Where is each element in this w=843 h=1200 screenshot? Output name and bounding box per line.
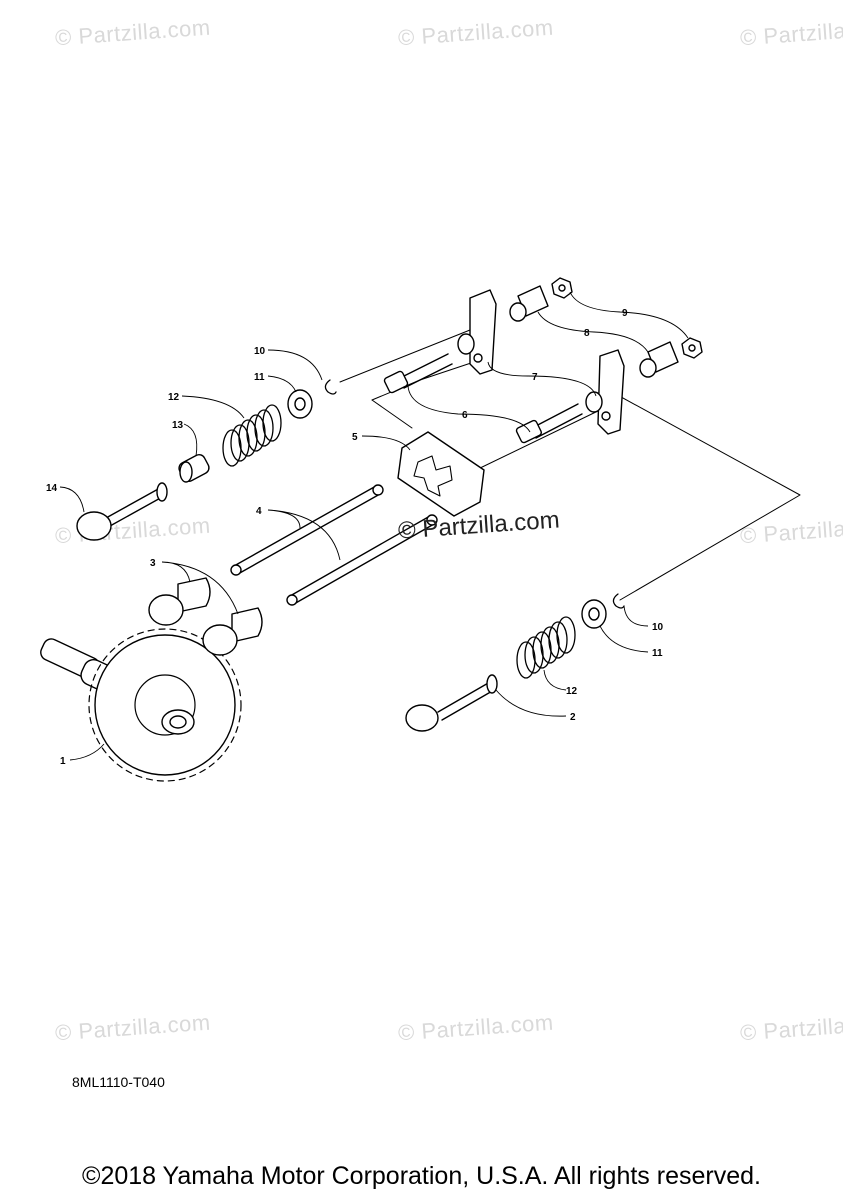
- leader-11b: [599, 625, 649, 653]
- callout-11b: 11: [652, 648, 663, 659]
- callout-13: 13: [172, 420, 184, 431]
- rocker-arm-upper: [457, 289, 497, 375]
- leader-14: [59, 486, 85, 513]
- seal: [178, 454, 210, 483]
- pivot-lower: [639, 341, 679, 378]
- nut-lower: [681, 337, 703, 359]
- stud-lower: [515, 403, 583, 444]
- spring-left: [222, 404, 282, 467]
- callout-2: 2: [570, 712, 576, 723]
- rocker-arm-lower: [585, 349, 625, 435]
- reference-lines: [339, 329, 801, 601]
- pivot-upper: [509, 285, 549, 322]
- callout-8: 8: [584, 328, 590, 339]
- keeper-left: [324, 379, 337, 395]
- copyright-notice: ©2018 Yamaha Motor Corporation, U.S.A. A…: [82, 1162, 761, 1190]
- leader-8: [537, 311, 649, 353]
- leader-2: [495, 689, 567, 717]
- diagram-code: 8ML1110-T040: [72, 1074, 165, 1090]
- stud-upper: [383, 353, 453, 394]
- callout-14: 14: [46, 483, 58, 494]
- callout-10b: 10: [652, 622, 664, 633]
- callout-12a: 12: [168, 392, 180, 403]
- valve-right: [405, 674, 498, 732]
- camshaft-gear: [40, 628, 242, 782]
- leader-4: [267, 509, 341, 561]
- leader-6: [407, 385, 531, 433]
- nut-upper: [551, 277, 573, 299]
- spring-right: [516, 616, 576, 679]
- leader-7: [487, 361, 597, 397]
- tappet-left: [148, 577, 211, 626]
- callout-12b: 12: [566, 686, 578, 697]
- keeper-right: [612, 593, 625, 609]
- leader-11a: [267, 375, 297, 393]
- push-rod-lower: [286, 514, 438, 606]
- valve-left: [76, 482, 168, 541]
- retainer-right: [581, 599, 607, 629]
- tappet-right: [202, 607, 263, 656]
- leader-10a: [267, 349, 323, 381]
- callout-3: 3: [150, 558, 156, 569]
- retainer-left: [287, 389, 313, 419]
- leader-3: [161, 561, 239, 615]
- leader-5: [361, 435, 411, 451]
- callout-11a: 11: [254, 372, 265, 383]
- leader-1: [69, 743, 105, 761]
- leader-9: [569, 291, 689, 339]
- leader-13: [183, 423, 198, 457]
- callout-6: 6: [462, 410, 468, 421]
- callout-1: 1: [60, 756, 66, 767]
- guide-plate: [397, 431, 485, 517]
- callout-10a: 10: [254, 346, 266, 357]
- leader-10b: [623, 605, 649, 627]
- push-rod-upper: [230, 484, 384, 576]
- leader-12a: [181, 395, 245, 419]
- callout-5: 5: [352, 432, 358, 443]
- callout-4: 4: [256, 506, 262, 517]
- callout-7: 7: [532, 372, 538, 383]
- leader-12b: [543, 669, 567, 691]
- callout-9: 9: [622, 308, 628, 319]
